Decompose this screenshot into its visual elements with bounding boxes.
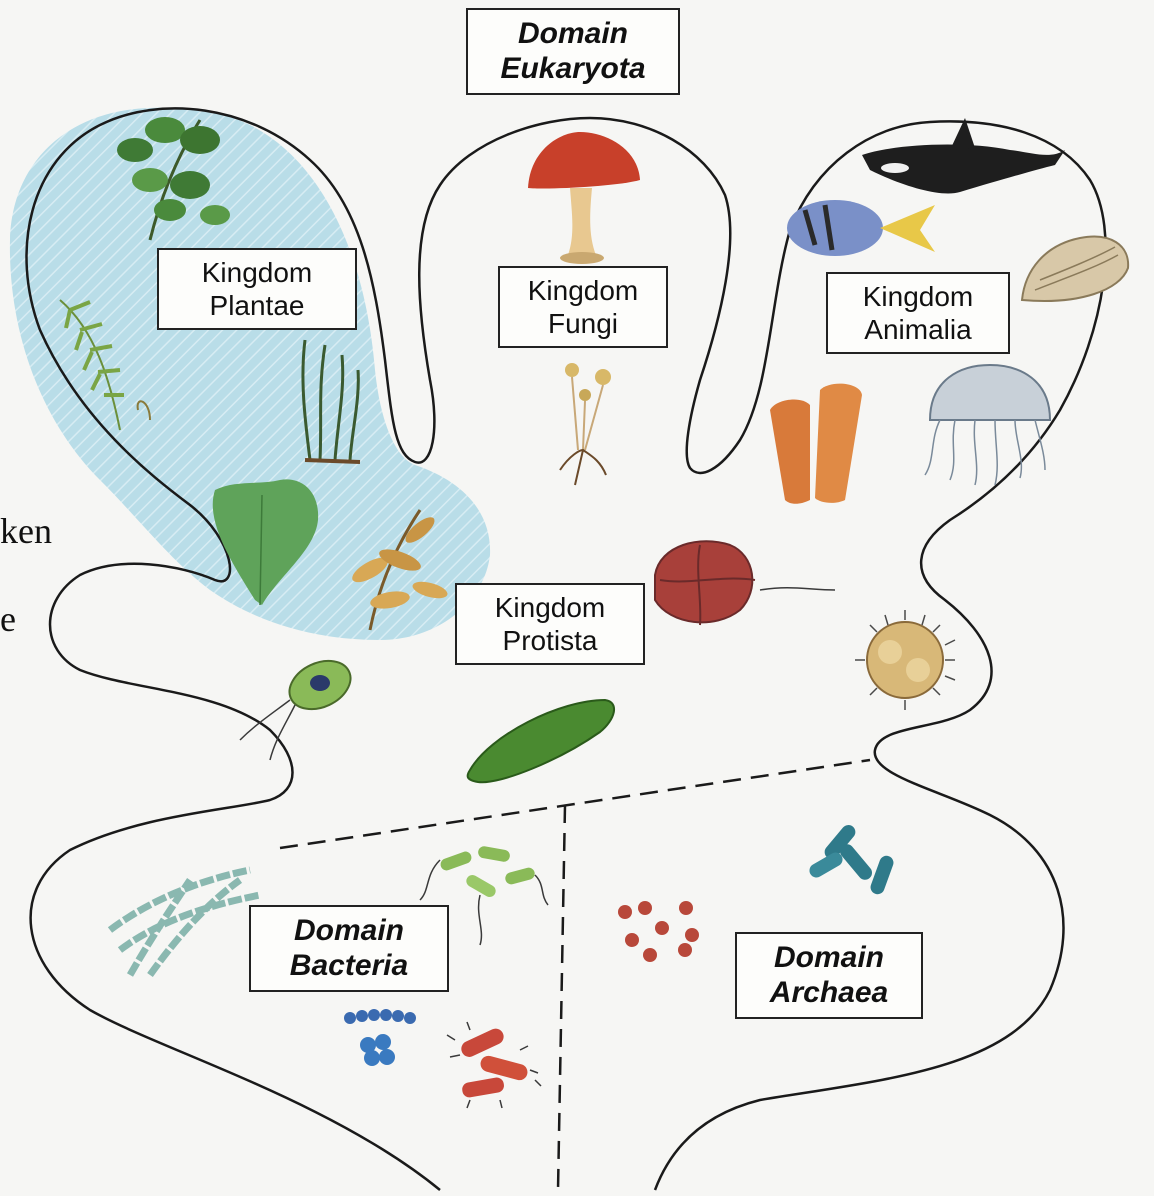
- spiky-bacteria-illustration: [447, 1022, 541, 1108]
- label-line: Kingdom: [169, 256, 345, 289]
- radiolarian-illustration: [855, 610, 955, 710]
- label-kingdom-animalia: Kingdom Animalia: [826, 272, 1010, 354]
- filamentous-bacteria-illustration: [110, 870, 260, 975]
- label-line: Eukaryota: [478, 51, 668, 86]
- label-domain-eukaryota: Domain Eukaryota: [466, 8, 680, 95]
- label-line: Plantae: [169, 289, 345, 322]
- divider-bacteria-archaea: [558, 805, 565, 1190]
- label-line: Domain: [478, 16, 668, 51]
- archaea-rods-illustration: [807, 822, 896, 896]
- label-line: Animalia: [838, 313, 998, 346]
- label-line: Kingdom: [510, 274, 656, 307]
- label-line: Fungi: [510, 307, 656, 340]
- dinoflagellate-illustration: [655, 541, 835, 625]
- label-kingdom-fungi: Kingdom Fungi: [498, 266, 668, 348]
- label-kingdom-plantae: Kingdom Plantae: [157, 248, 357, 330]
- euglena-illustration: [240, 652, 358, 760]
- cut-off-text-line-2: e: [0, 598, 16, 640]
- label-line: Kingdom: [838, 280, 998, 313]
- label-line: Domain: [261, 913, 437, 948]
- small-mushrooms-illustration: [560, 363, 611, 485]
- label-kingdom-protista: Kingdom Protista: [455, 583, 645, 665]
- jellyfish-illustration: [925, 365, 1050, 485]
- divider-eukaryota-prokaryota: [280, 760, 870, 848]
- label-domain-bacteria: Domain Bacteria: [249, 905, 449, 992]
- sponge-illustration: [770, 384, 862, 504]
- fish-illustration: [787, 200, 935, 256]
- cut-off-text-line-1: ken: [0, 510, 52, 552]
- label-line: Domain: [747, 940, 911, 975]
- green-diatom-illustration: [468, 700, 614, 782]
- label-domain-archaea: Domain Archaea: [735, 932, 923, 1019]
- mushroom-illustration: [528, 132, 640, 264]
- label-line: Kingdom: [467, 591, 633, 624]
- clam-illustration: [1022, 237, 1128, 301]
- cocci-chain-illustration: [344, 1009, 416, 1066]
- archaea-cocci-illustration: [618, 901, 699, 962]
- label-line: Protista: [467, 624, 633, 657]
- label-line: Archaea: [747, 975, 911, 1010]
- label-line: Bacteria: [261, 948, 437, 983]
